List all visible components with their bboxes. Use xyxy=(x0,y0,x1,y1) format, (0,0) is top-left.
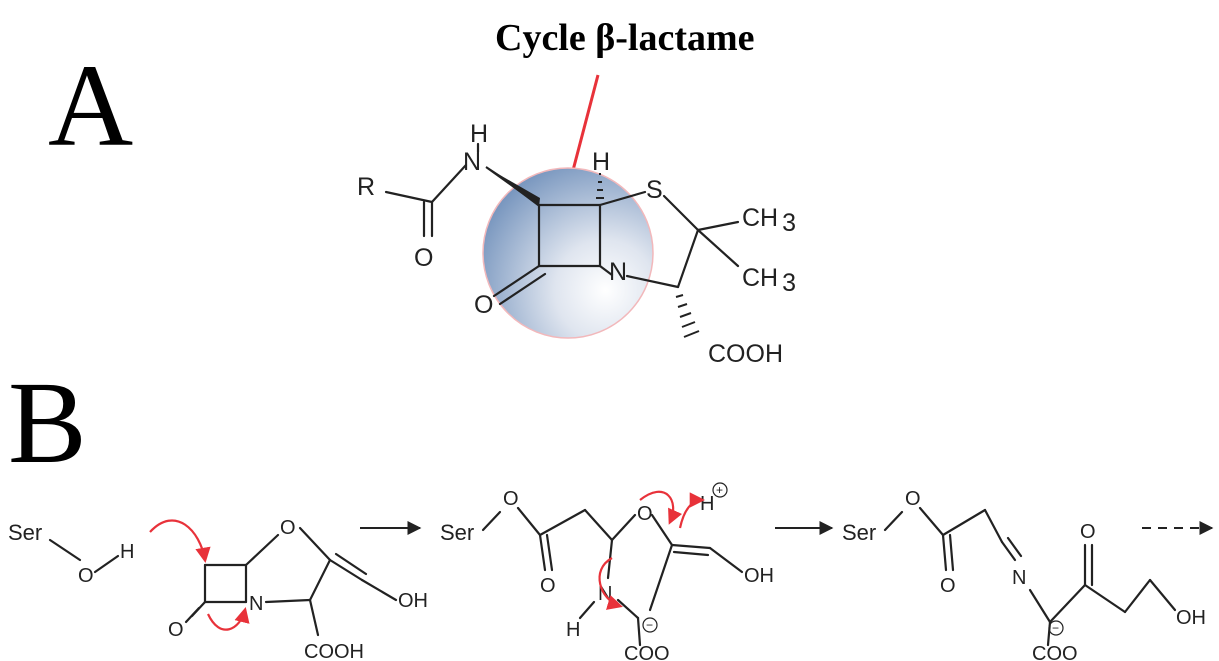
diagram-title: Cycle β-lactame xyxy=(495,17,755,59)
atom-H-plus-2: H xyxy=(700,493,714,515)
charge-minus-2: − xyxy=(646,618,653,632)
atom-COO-3: COO xyxy=(1032,643,1078,661)
atom-carbonyl-O-2: O xyxy=(540,575,556,597)
atom-ring-H: H xyxy=(592,148,610,176)
atom-amide-H: H xyxy=(470,120,488,148)
atom-COO-2: COO xyxy=(624,643,670,661)
atom-carbonyl-O-3: O xyxy=(940,575,956,597)
panel-label-a: A xyxy=(48,40,133,171)
panel-label-b: B xyxy=(8,357,87,488)
atom-ester-O-3: O xyxy=(905,488,921,510)
atom-ring-O-2: O xyxy=(637,503,653,525)
atom-keto-O-3: O xyxy=(1080,521,1096,543)
charge-plus-2: + xyxy=(716,483,723,497)
atom-carbonyl-O: O xyxy=(414,244,433,272)
atom-OH-2: OH xyxy=(744,565,774,587)
atom-NH-H-2: H xyxy=(566,619,580,641)
atom-S: S xyxy=(646,176,663,204)
atom-ser-2: Ser xyxy=(440,520,474,545)
atom-OH-3: OH xyxy=(1176,607,1206,629)
atom-N-3: N xyxy=(1012,567,1026,589)
atom-ser-3: Ser xyxy=(842,520,876,545)
atom-R: R xyxy=(357,173,375,201)
atom-COOH-1: COOH xyxy=(304,641,364,661)
atom-ser-1: Ser xyxy=(8,520,42,545)
atom-ring-O-1: O xyxy=(280,517,296,539)
mechanism-step-3: Ser O O N O OH COO − xyxy=(842,488,1206,661)
atom-ester-O-2: O xyxy=(503,488,519,510)
mechanism-step-1: Ser O H O O N OH COOH xyxy=(8,517,428,661)
atom-carbonyl-O-1: O xyxy=(168,619,184,641)
charge-minus-3: − xyxy=(1052,621,1059,635)
atom-N-1: N xyxy=(249,593,263,615)
atom-lactam-O: O xyxy=(474,291,493,319)
beta-lactam-highlight xyxy=(482,167,654,339)
mechanism-step-2: Ser O O O OH N H COO − H + xyxy=(440,482,774,661)
atom-COOH: COOH xyxy=(708,340,783,368)
atom-ser-H-1: H xyxy=(120,541,134,563)
atom-ser-O-1: O xyxy=(78,565,94,587)
atom-amide-N: N xyxy=(463,148,481,176)
atom-OH-1: OH xyxy=(398,590,428,612)
atom-ring-N: N xyxy=(609,258,627,286)
